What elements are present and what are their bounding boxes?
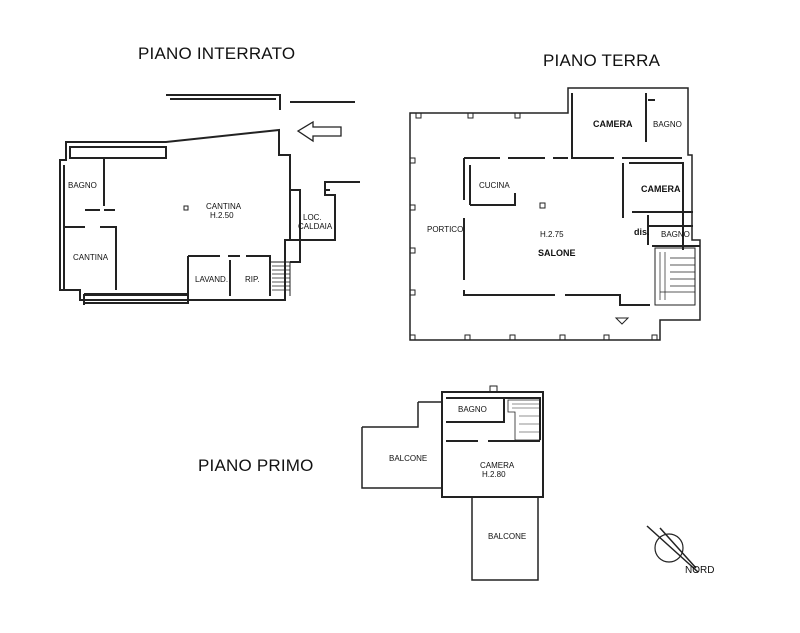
room-cantina-small: CANTINA xyxy=(73,253,109,262)
room-balcone-bottom: BALCONE xyxy=(488,532,527,541)
room-loc: LOC. xyxy=(303,213,322,222)
room-camera-first: CAMERA xyxy=(480,461,515,470)
basement-outer-wall xyxy=(59,94,291,301)
room-lavand: LAVAND. xyxy=(195,275,229,284)
room-bagno-top: BAGNO xyxy=(653,120,682,129)
ground-outer-wall xyxy=(409,87,701,341)
room-camera-top: CAMERA xyxy=(593,119,633,129)
room-bagno-first: BAGNO xyxy=(458,405,487,414)
room-cantina-main: CANTINA xyxy=(206,202,242,211)
room-cantina-height: H.2.50 xyxy=(210,211,234,220)
title-piano-interrato: PIANO INTERRATO xyxy=(138,44,296,63)
compass-icon xyxy=(654,533,684,563)
room-bagno-basement: BAGNO xyxy=(68,181,97,190)
room-salone: SALONE xyxy=(538,248,576,258)
room-camera-first-height: H.2.80 xyxy=(482,470,506,479)
compass-label: NORD xyxy=(685,565,715,576)
room-balcone-left: BALCONE xyxy=(389,454,428,463)
room-portico: PORTICO xyxy=(427,225,464,234)
room-caldaia: CALDAIA xyxy=(298,222,333,231)
room-cucina: CUCINA xyxy=(479,181,510,190)
room-camera-right: CAMERA xyxy=(641,184,681,194)
title-piano-primo: PIANO PRIMO xyxy=(198,456,314,475)
room-salone-height: H.2.75 xyxy=(540,230,564,239)
first-floor-outer-wall xyxy=(441,391,544,498)
room-rip: RIP. xyxy=(245,275,260,284)
title-piano-terra: PIANO TERRA xyxy=(543,51,661,70)
room-bagno-right: BAGNO xyxy=(661,230,690,239)
room-dis: dis. xyxy=(634,227,650,237)
